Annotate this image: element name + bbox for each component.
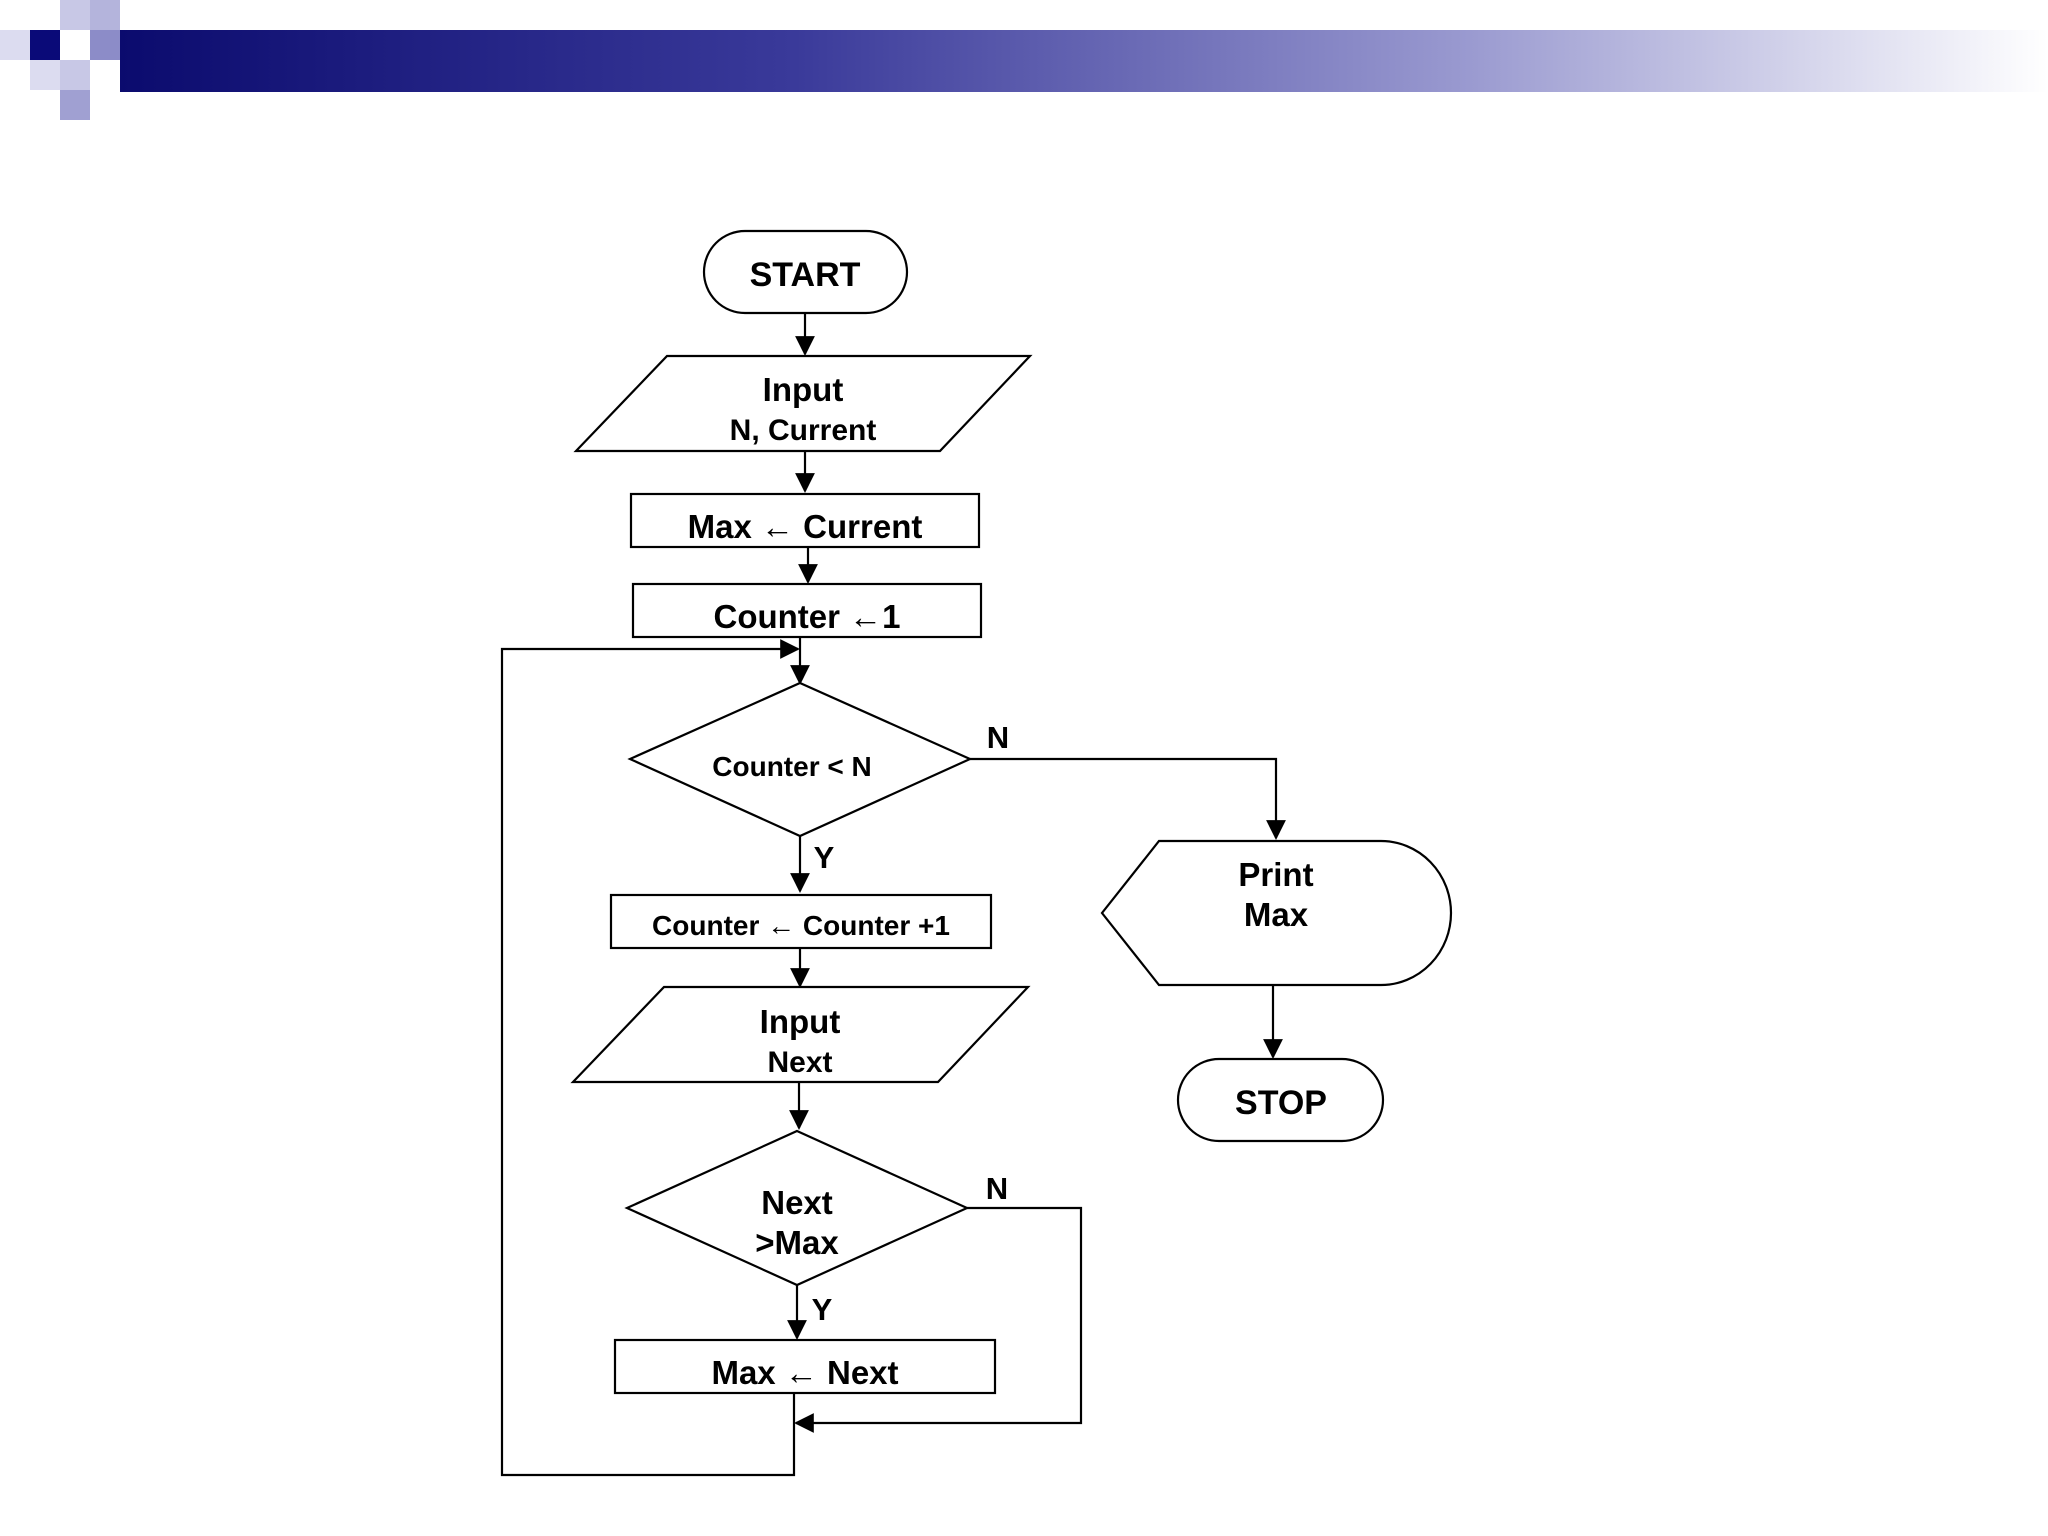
counter-increment-box xyxy=(609,893,993,950)
stop-label: STOP xyxy=(1235,1084,1327,1122)
arrow-decision1-no xyxy=(970,757,1286,840)
header-square xyxy=(90,30,120,60)
print-max-display xyxy=(1100,839,1453,987)
print-label-line1: Print xyxy=(1238,856,1313,893)
loop-back-line xyxy=(500,639,800,1477)
header-square xyxy=(0,0,30,30)
decision1-label: Counter < N xyxy=(712,751,871,782)
print-label-line2: Max xyxy=(1244,896,1309,933)
decision2-label-line1: Next xyxy=(761,1184,833,1221)
input-parallelogram-1 xyxy=(573,354,1033,453)
input2-label-line2: Next xyxy=(767,1046,832,1079)
input2-label-line1: Input xyxy=(760,1003,841,1040)
header-gradient-bar xyxy=(120,30,2048,92)
counter-increment-label: Counter ← Counter +1 xyxy=(652,910,950,941)
max-init-label: Max ← Current xyxy=(688,508,923,545)
decision2-label-line2: >Max xyxy=(755,1224,839,1261)
counter-init-label: Counter ←1 xyxy=(713,598,900,635)
stop-terminator xyxy=(1176,1057,1385,1143)
decision1-yes-label: Y xyxy=(814,840,835,875)
input1-label-line2: N, Current xyxy=(730,414,877,447)
counter-init-box xyxy=(631,582,983,639)
input1-label-line1: Input xyxy=(763,371,844,408)
header-square xyxy=(30,30,60,60)
arrow-decision2-no xyxy=(794,1206,1083,1433)
start-label: START xyxy=(750,256,861,294)
max-init-box xyxy=(629,492,981,549)
header-square xyxy=(60,90,90,120)
header-square xyxy=(0,30,30,60)
header-square xyxy=(60,60,90,90)
header-decoration xyxy=(0,0,2048,120)
max-assign-label: Max ← Next xyxy=(711,1354,898,1391)
decision2-yes-label: Y xyxy=(812,1292,833,1327)
max-assign-box xyxy=(613,1338,997,1395)
decision2-no-label: N xyxy=(986,1171,1008,1206)
header-square xyxy=(30,60,60,90)
decision1-no-label: N xyxy=(987,720,1009,755)
input-parallelogram-2 xyxy=(570,985,1031,1084)
header-square xyxy=(60,0,90,30)
header-square xyxy=(90,0,120,30)
